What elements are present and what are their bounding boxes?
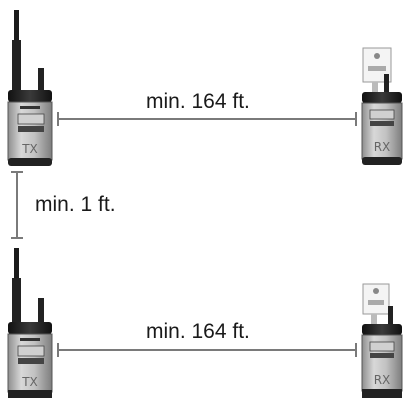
bottom-distance-label: min. 164 ft. xyxy=(146,320,250,343)
receiver-bottom: RX xyxy=(361,283,403,398)
top-distance-label: min. 164 ft. xyxy=(146,90,250,113)
transmitter-bottom: TX xyxy=(7,248,53,398)
receiver-top: RX xyxy=(361,47,403,165)
top-distance-line xyxy=(57,112,357,126)
device-tag-tx: TX xyxy=(21,142,38,156)
device-tag-rx: RX xyxy=(374,140,391,154)
stub-antenna xyxy=(38,68,44,92)
bottom-distance-line xyxy=(57,343,357,357)
device-tag-rx: RX xyxy=(374,373,391,387)
stub-antenna xyxy=(38,298,44,324)
device-tag-tx: TX xyxy=(21,375,38,389)
transmitter-top: TX xyxy=(7,10,53,166)
vertical-distance-line xyxy=(11,171,23,239)
vertical-distance-label: min. 1 ft. xyxy=(35,193,116,216)
